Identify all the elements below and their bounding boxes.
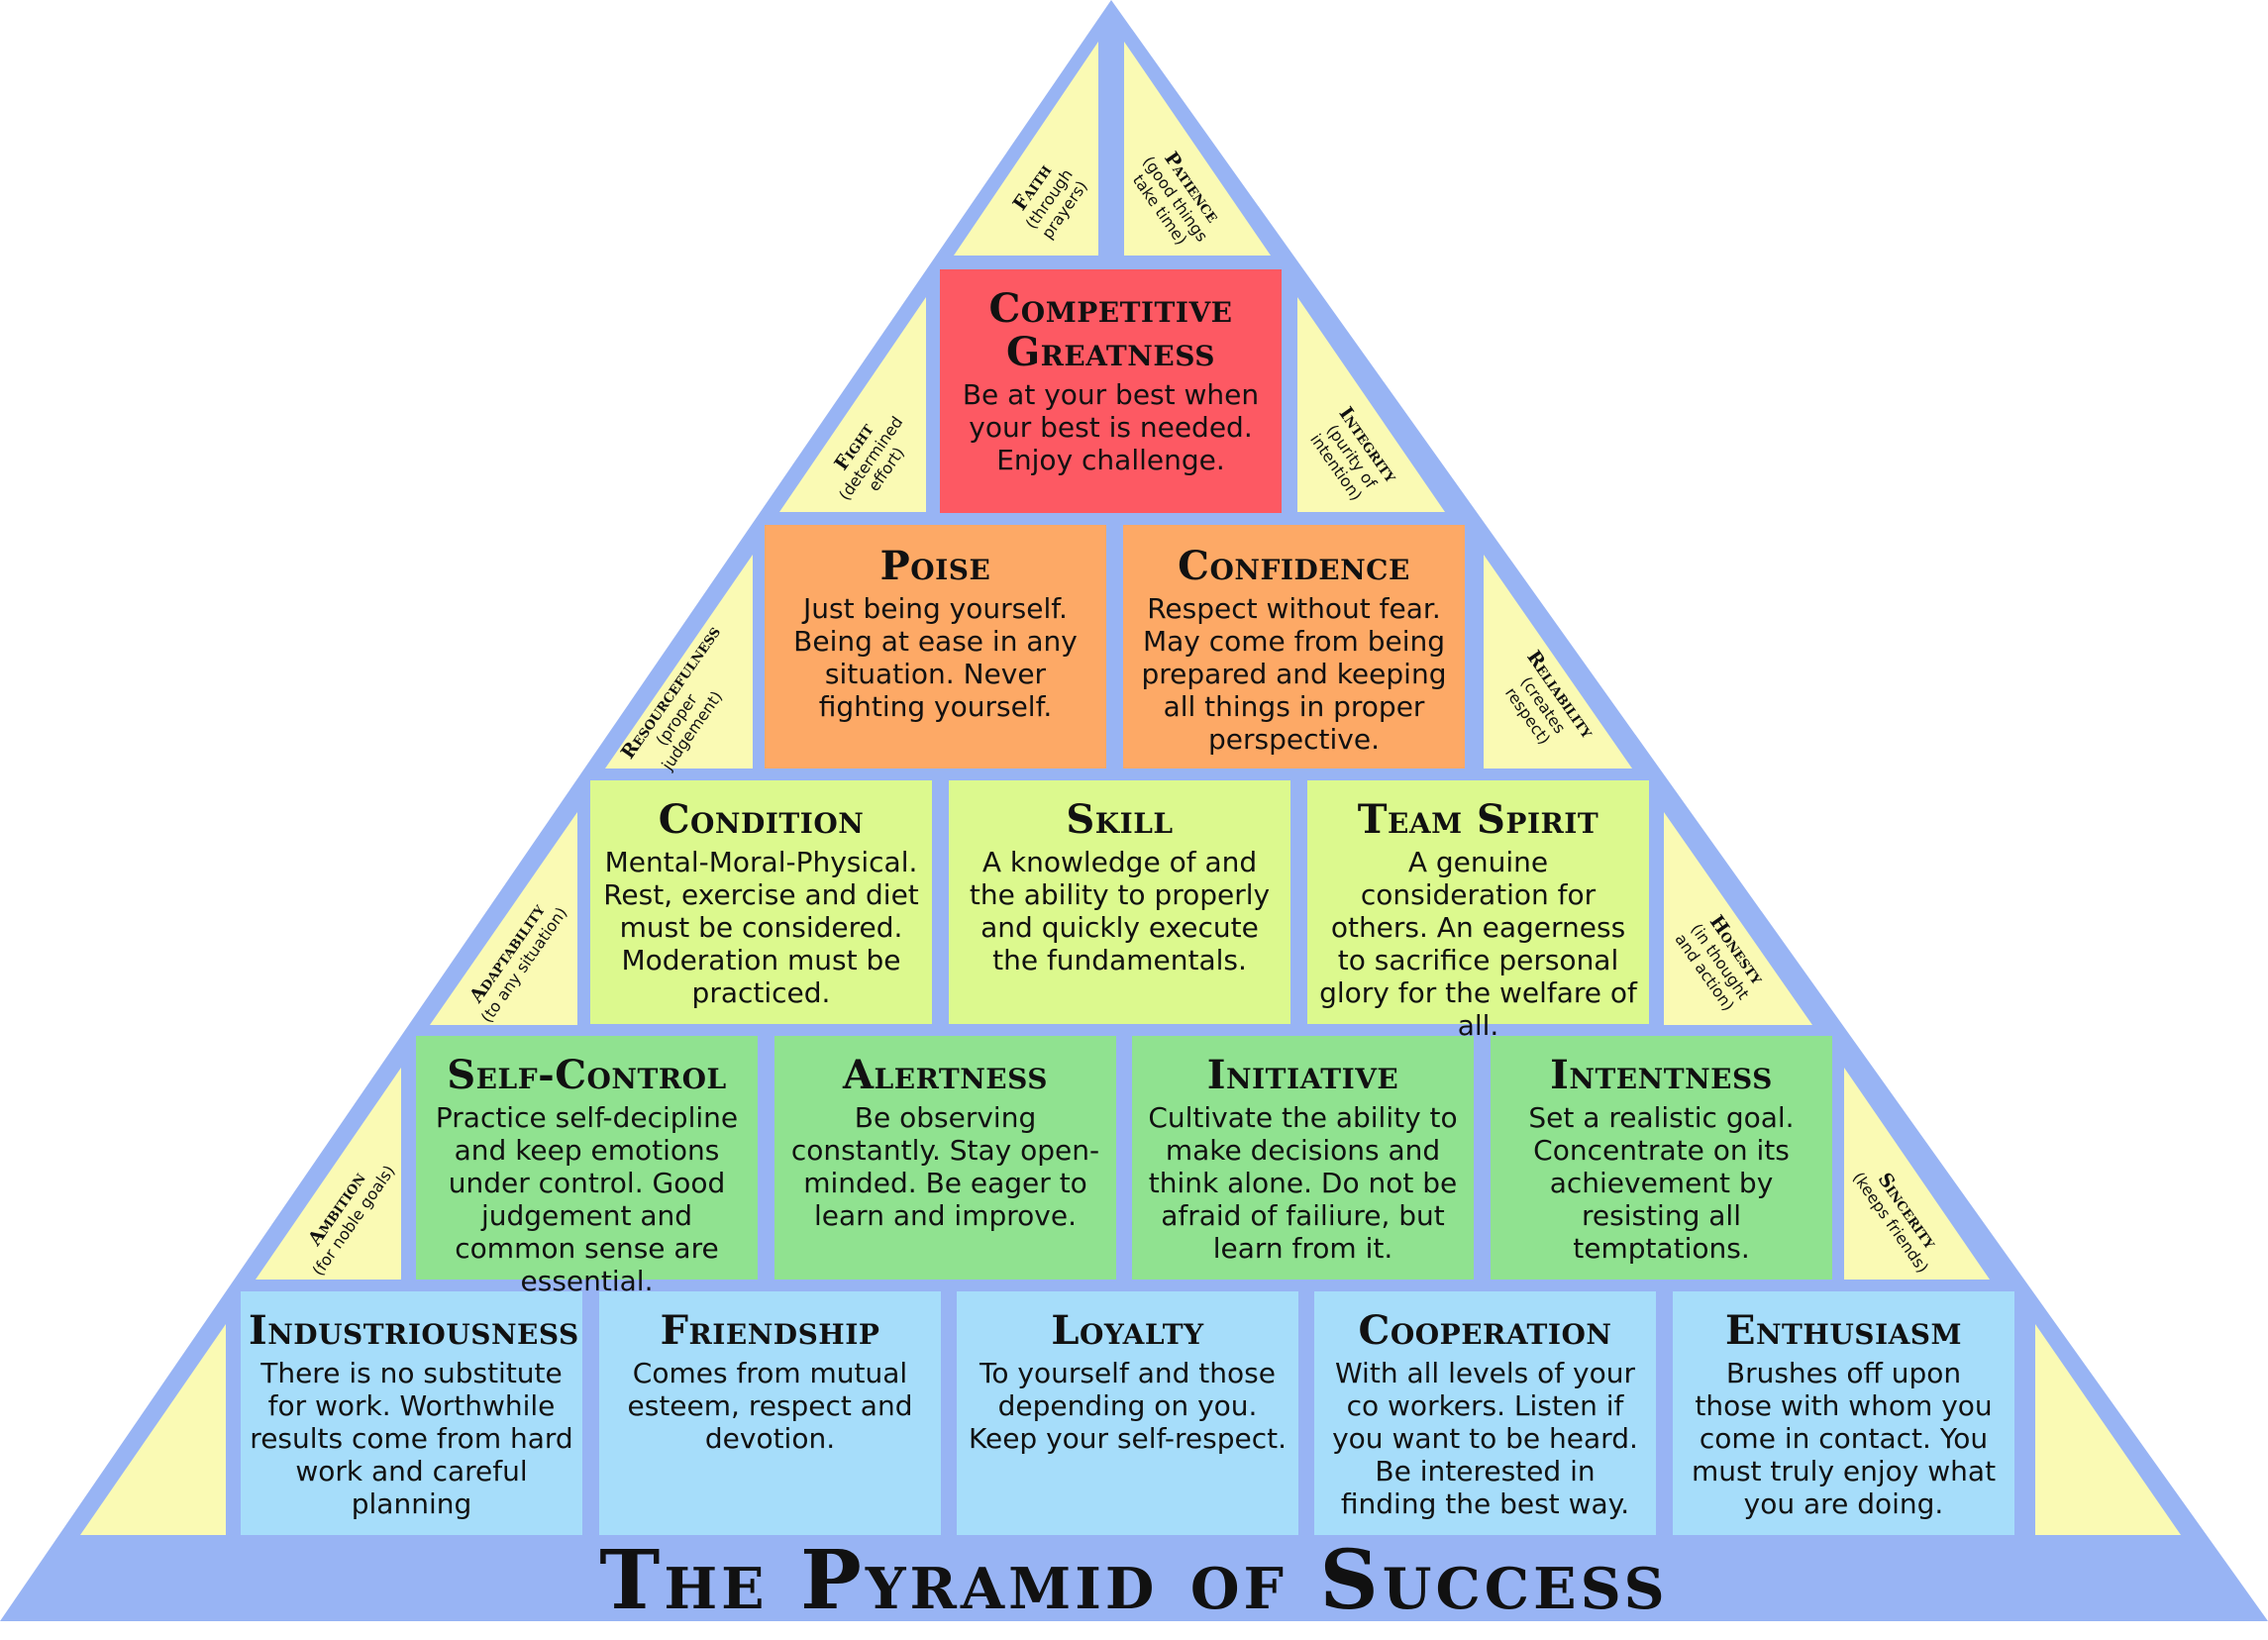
block-description: Mental-Moral-Physical. Rest, exercise an… [603, 846, 919, 1009]
block-description: With all levels of your co workers. List… [1332, 1357, 1638, 1520]
block-friendship: Friendship Comes from mutual esteem, res… [599, 1291, 941, 1535]
side-panel-adaptability [430, 812, 577, 1025]
side-panel-patience [1124, 42, 1271, 256]
block-description: Be observing constantly. Stay open-minde… [790, 1101, 1100, 1232]
block-confidence: Confidence Respect without fear. May com… [1123, 525, 1465, 769]
block-industriousness: Industriousness There is no substitute f… [241, 1291, 582, 1535]
side-panel-resourcefulness [605, 555, 753, 769]
block-description: Be at your best when your best is needed… [962, 378, 1260, 476]
side-panel-honesty [1664, 812, 1812, 1025]
block-condition: Condition Mental-Moral-Physical. Rest, e… [590, 780, 932, 1024]
block-title: Industriousness [249, 1307, 579, 1354]
block-initiative: Initiative Cultivate the ability to make… [1132, 1036, 1474, 1280]
block-enthusiasm: Enthusiasm Brushes off upon those with w… [1673, 1291, 2014, 1535]
block-description: Just being yourself. Being at ease in an… [793, 592, 1078, 723]
block-title: Intentness [1550, 1052, 1773, 1098]
side-panel-ambition [256, 1068, 401, 1280]
block-title: Competitive Greatness [988, 285, 1233, 375]
block-title: Self-Control [447, 1052, 727, 1098]
block-title: Condition [658, 796, 865, 843]
side-panel-reliability [1484, 555, 1632, 769]
block-title: Friendship [660, 1307, 880, 1354]
block-intentness: Intentness Set a realistic goal. Concent… [1491, 1036, 1832, 1280]
block-competitive-greatness: Competitive Greatness Be at your best wh… [940, 269, 1282, 513]
block-title: Team Spirit [1357, 796, 1599, 843]
block-title: Loyalty [1051, 1307, 1204, 1354]
block-self-control: Self-Control Practice self-decipline and… [416, 1036, 758, 1297]
side-panel-faith [954, 42, 1098, 256]
block-title: Initiative [1206, 1052, 1399, 1098]
block-skill: Skill A knowledge of and the ability to … [949, 780, 1290, 1024]
block-description: Respect without fear. May come from bein… [1141, 592, 1447, 756]
block-poise: Poise Just being yourself. Being at ease… [765, 525, 1106, 769]
block-title: Alertness [843, 1052, 1048, 1098]
block-team-spirit: Team Spirit A genuine consideration for … [1307, 780, 1649, 1042]
block-title: Cooperation [1358, 1307, 1612, 1354]
block-description: A knowledge of and the ability to proper… [969, 846, 1271, 976]
side-panel-fight [779, 297, 926, 512]
block-description: To yourself and those depending on you. … [969, 1357, 1287, 1455]
block-description: Cultivate the ability to make decisions … [1148, 1101, 1458, 1265]
block-title: Skill [1066, 796, 1174, 843]
block-description: Brushes off upon those with whom you com… [1691, 1357, 1997, 1520]
pyramid-title: The Pyramid of Success [599, 1533, 1669, 1628]
block-title: Confidence [1178, 543, 1410, 589]
block-description: Comes from mutual esteem, respect and de… [627, 1357, 913, 1455]
block-description: Set a realistic goal. Concentrate on its… [1528, 1101, 1795, 1265]
side-panel-integrity [1297, 297, 1445, 512]
block-cooperation: Cooperation With all levels of your co w… [1314, 1291, 1656, 1535]
block-description: A genuine consideration for others. An e… [1319, 846, 1637, 1042]
side-panel-base-right [2035, 1324, 2181, 1535]
block-title: Poise [879, 543, 991, 589]
block-description: There is no substitute for work. Worthwh… [250, 1357, 573, 1520]
block-alertness: Alertness Be observing constantly. Stay … [774, 1036, 1116, 1280]
block-description: Practice self-decipline and keep emotion… [435, 1101, 739, 1297]
side-panel-sincerity [1844, 1068, 1990, 1280]
block-loyalty: Loyalty To yourself and those depending … [957, 1291, 1298, 1535]
side-panel-base-left [80, 1324, 226, 1535]
block-title: Enthusiasm [1724, 1307, 1963, 1354]
